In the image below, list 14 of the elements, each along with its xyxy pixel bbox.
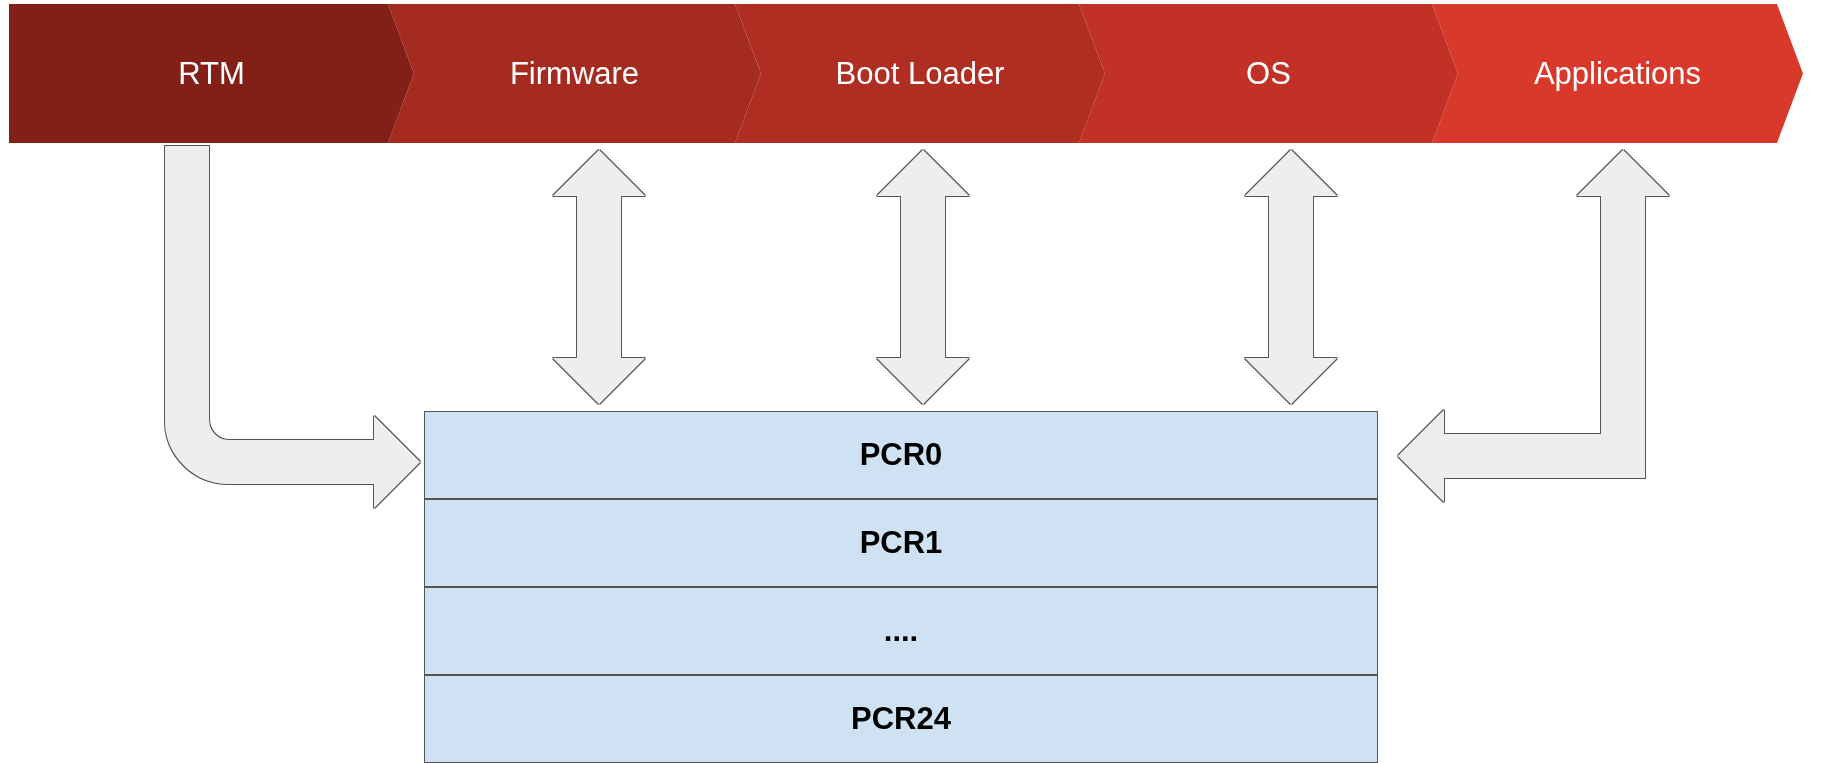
register-row: PCR1 bbox=[425, 500, 1377, 588]
block-arrow bbox=[165, 146, 420, 508]
block-arrow bbox=[877, 150, 969, 404]
chevron-step: Firmware bbox=[388, 4, 761, 143]
register-row: PCR0 bbox=[425, 412, 1377, 500]
chevron-step: Boot Loader bbox=[735, 4, 1105, 143]
register-row: PCR24 bbox=[425, 676, 1377, 763]
chevron-step: RTM bbox=[9, 4, 414, 143]
register-row: .... bbox=[425, 588, 1377, 676]
chevron-step: Applications bbox=[1432, 4, 1803, 143]
register-table bbox=[424, 411, 1378, 763]
block-arrow bbox=[553, 150, 645, 404]
chevron-step: OS bbox=[1079, 4, 1458, 143]
block-arrow bbox=[1245, 150, 1337, 404]
